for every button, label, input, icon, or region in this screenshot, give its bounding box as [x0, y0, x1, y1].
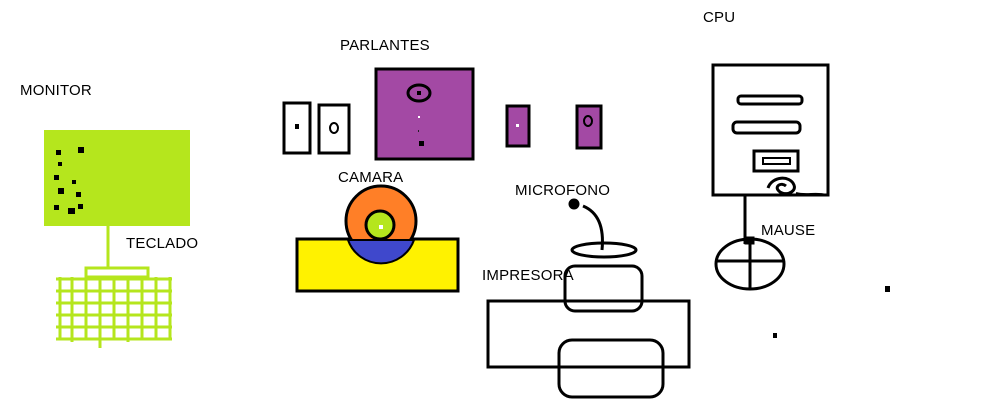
impresora-body [486, 299, 691, 369]
stray-dot-right [885, 286, 890, 292]
monitor-screen [44, 130, 190, 226]
impresora-drawing [486, 264, 691, 399]
speaker-small-left-2 [317, 103, 351, 155]
impresora-paper-tray [563, 264, 644, 313]
monitor-drawing [44, 130, 190, 268]
microfono-base [570, 241, 638, 259]
teclado-drawing [56, 266, 172, 348]
teclado-top-bar [84, 266, 150, 279]
impresora-output-slot [557, 338, 665, 399]
microfono-head [568, 198, 580, 210]
stray-dot-bottom [773, 333, 777, 338]
monitor-screen-dots [54, 147, 84, 214]
speaker-main-purple [374, 67, 475, 161]
label-cpu: CPU [703, 9, 736, 26]
camara-drawing [295, 184, 460, 293]
label-impresora: IMPRESORA [482, 267, 574, 284]
label-monitor: MONITOR [20, 82, 92, 99]
label-microfono: MICROFONO [515, 182, 611, 199]
parlantes-drawing [282, 67, 603, 161]
label-camara: CAMARA [338, 169, 404, 186]
mause-drawing [714, 236, 786, 291]
label-mause: MAUSE [761, 222, 816, 239]
camara-shade [346, 239, 416, 265]
label-teclado: TECLADO [126, 235, 199, 252]
microfono-stem [582, 204, 604, 251]
cpu-case [711, 63, 830, 197]
microfono-drawing [568, 198, 638, 259]
cpu-drawing [711, 63, 830, 244]
label-parlantes: PARLANTES [340, 37, 430, 54]
speaker-small-right-2 [575, 104, 603, 150]
speaker-small-left-1 [282, 101, 312, 155]
